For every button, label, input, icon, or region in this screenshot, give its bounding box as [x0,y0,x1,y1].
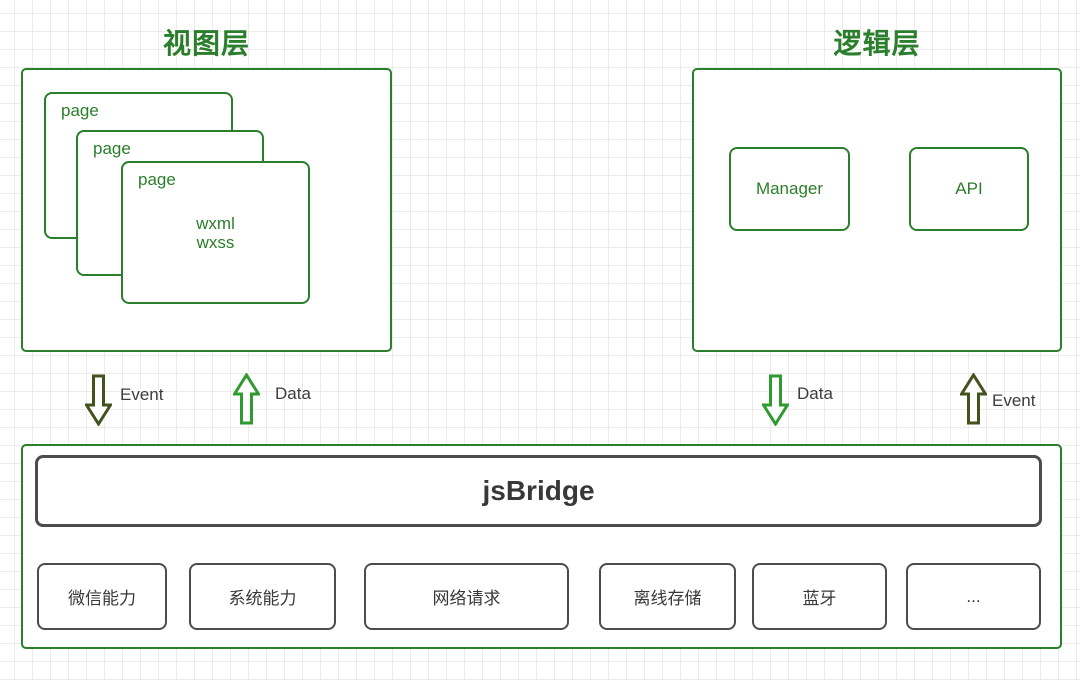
manager-label: Manager [755,179,824,198]
view-layer-title: 视图层 [162,28,250,59]
capability-box-storage: 离线存储 [599,563,736,630]
logic-event-label: Event [992,391,1036,410]
manager-box: Manager [729,147,850,231]
wxml-text: wxml [196,214,235,233]
page-label: page [61,101,99,120]
capability-box-bluetooth: 蓝牙 [752,563,887,630]
logic-layer-box: Manager API [692,68,1062,352]
logic-data-label: Data [797,384,833,403]
wxss-text: wxss [196,233,235,252]
view-event-down-arrow-icon [85,374,112,426]
capability-label: 离线存储 [633,589,702,608]
jsbridge-bar: jsBridge [35,455,1042,527]
capability-label: 蓝牙 [802,589,837,608]
page-label: page [138,170,176,189]
capability-label: 系统能力 [228,589,297,608]
capability-box-system: 系统能力 [189,563,336,630]
view-layer-box: page page page wxml wxss [21,68,392,352]
page-content: wxml wxss [123,214,308,252]
view-event-label: Event [120,385,164,404]
capability-label: ... [966,586,981,606]
page-card-front: page wxml wxss [121,161,310,304]
api-box: API [909,147,1029,231]
capability-label: 微信能力 [68,589,136,608]
capability-box-network: 网络请求 [364,563,569,630]
view-data-label: Data [275,384,311,403]
logic-layer-title: 逻辑层 [833,28,921,59]
jsbridge-label: jsBridge [482,475,595,506]
capability-label: 网络请求 [432,589,501,608]
capability-box-wechat: 微信能力 [37,563,167,630]
logic-data-down-arrow-icon [762,374,789,426]
native-layer-box: jsBridge 微信能力 系统能力 网络请求 离线存储 蓝牙 ... [21,444,1062,649]
logic-event-up-arrow-icon [960,373,987,425]
api-label: API [955,179,983,198]
page-label: page [93,139,131,158]
capability-box-more: ... [906,563,1041,630]
view-data-up-arrow-icon [233,373,260,425]
